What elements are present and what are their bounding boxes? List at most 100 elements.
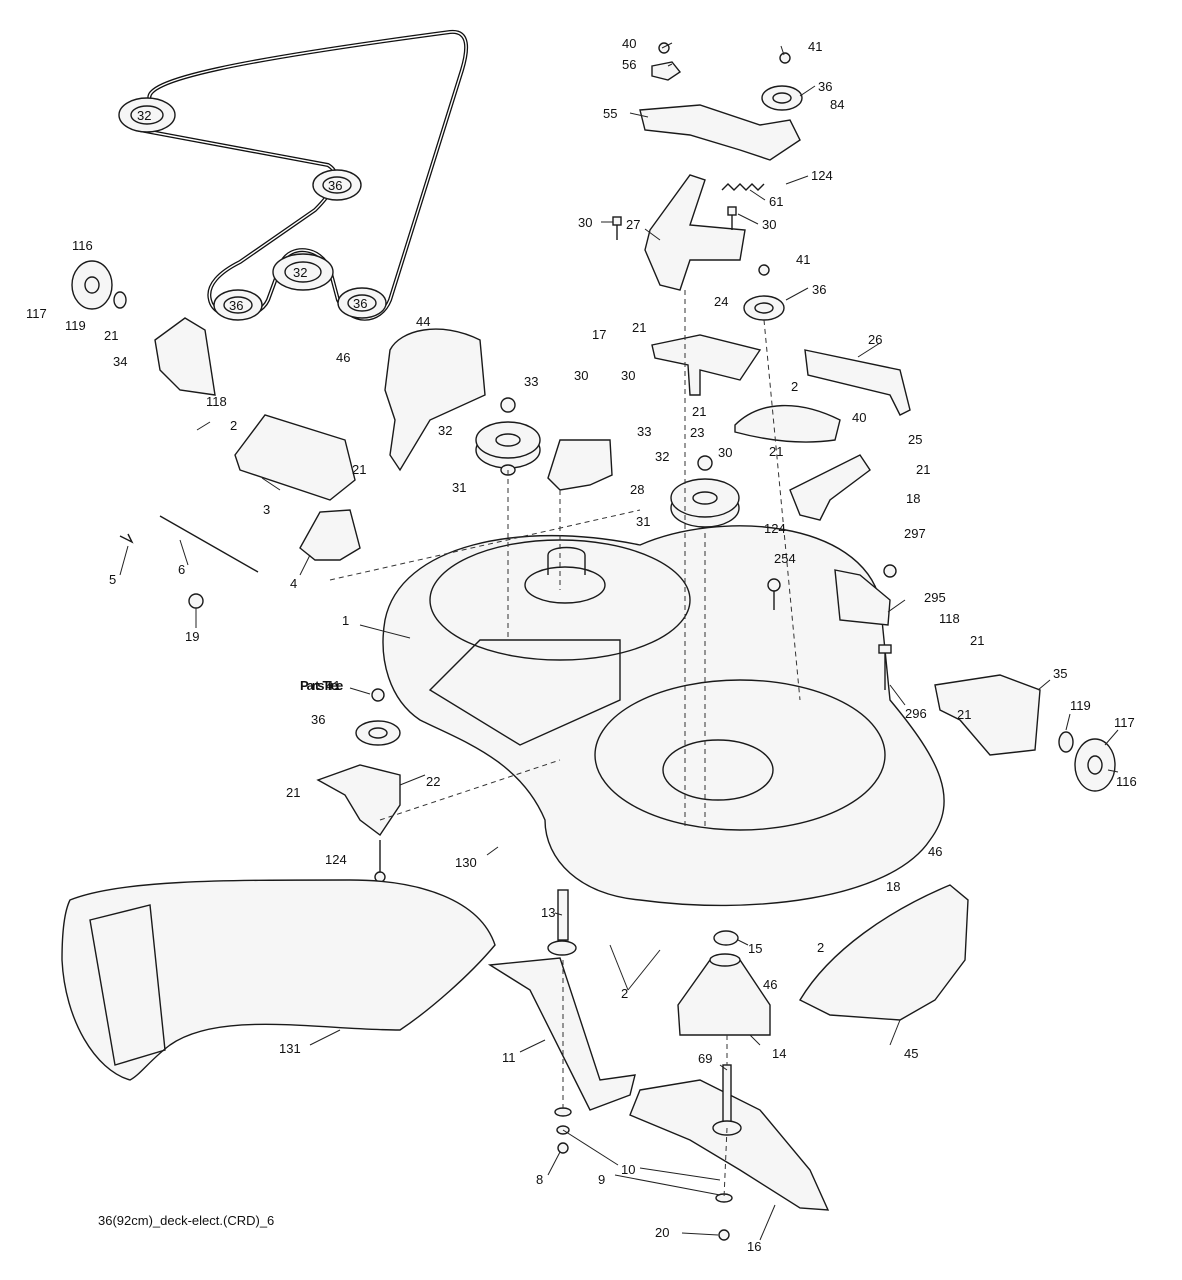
callout: 84 (830, 97, 844, 112)
callout: 15 (748, 941, 762, 956)
cover-44 (384, 328, 486, 472)
callout: 21 (970, 633, 984, 648)
bolt-19 (188, 593, 204, 609)
assembly-lines (329, 290, 801, 1199)
callout: 6 (178, 562, 185, 577)
callout-leaders (119, 42, 1119, 1241)
callout: 55 (603, 106, 617, 121)
belt-pulley-32-upper: 32 (118, 97, 176, 133)
spindle-13 (547, 889, 577, 956)
spindle-pulley-32-right (670, 478, 740, 528)
pulley-label: 32 (137, 108, 151, 123)
bracket-25 (789, 454, 871, 521)
callout: 21 (632, 320, 646, 335)
nut-41-mid (758, 264, 770, 276)
idler-pulley-36-mid (743, 295, 785, 321)
idler-pulley-36-lower-left (355, 720, 401, 746)
callout: 19 (185, 629, 199, 644)
partstree-watermark: PartsTree (300, 678, 343, 693)
nut-41-lower (371, 688, 385, 702)
spring-61 (721, 183, 765, 191)
idler-arm-23 (734, 404, 841, 443)
callout: 32 (438, 423, 452, 438)
callout: 116 (1116, 774, 1137, 789)
callout: 46 (336, 350, 350, 365)
callout: 11 (502, 1050, 516, 1065)
belt-pulley-36-right: 36 (312, 169, 362, 201)
callout: 30 (574, 368, 588, 383)
callout: 40 (852, 410, 866, 425)
bracket-28 (547, 439, 613, 491)
callout: 23 (690, 425, 704, 440)
callout: 36 (818, 79, 832, 94)
rod-6 (159, 515, 259, 573)
callout: 124 (325, 852, 347, 867)
belt-pulley-36-left: 36 (213, 289, 263, 321)
callout: 295 (924, 590, 946, 605)
idler-wheel-117-left (71, 260, 113, 310)
nut-33-left (500, 397, 516, 413)
shield-3 (234, 414, 356, 501)
callout: 36 (812, 282, 826, 297)
discharge-chute-45 (799, 884, 969, 1021)
spindle-housing-14 (677, 953, 771, 1036)
callout: 17 (592, 327, 606, 342)
callout: 118 (206, 394, 227, 409)
bracket-22 (316, 764, 401, 837)
callout: 20 (655, 1225, 669, 1240)
callout: 40 (622, 36, 636, 51)
callout: 46 (763, 977, 777, 992)
callout: 254 (774, 551, 796, 566)
hardware-8 (554, 1107, 572, 1154)
bracket-27 (644, 174, 746, 291)
callout: 18 (906, 491, 920, 506)
callout: 4 (290, 576, 297, 591)
belt-pulley-36-lower-right: 36 (337, 287, 387, 319)
callout: 10 (621, 1162, 635, 1177)
callout: 124 (764, 521, 786, 536)
callout: 2 (817, 940, 824, 955)
callout: 21 (352, 462, 366, 477)
callout: 296 (905, 706, 927, 721)
callout: 22 (426, 774, 440, 789)
bolt-254 (767, 578, 781, 610)
washer-119-right (1058, 731, 1074, 753)
callout: 117 (26, 306, 47, 321)
nut-40-top (658, 42, 670, 54)
callout: 14 (772, 1046, 786, 1061)
bracket-35 (934, 674, 1041, 756)
callout: 30 (762, 217, 776, 232)
callout: 32 (655, 449, 669, 464)
callout: 21 (692, 404, 706, 419)
pin-5 (119, 533, 134, 544)
callout: 30 (621, 368, 635, 383)
hardware-20 (715, 1193, 733, 1241)
nut-33-right (697, 455, 713, 471)
callout-numbers: 40 56 41 36 84 55 124 61 30 27 30 41 36 … (26, 36, 1137, 1254)
washer-56 (651, 61, 682, 81)
callout: 16 (747, 1239, 761, 1254)
pulley-label: 36 (353, 296, 367, 311)
callout: 26 (868, 332, 882, 347)
pulley-label: 36 (229, 298, 243, 313)
callout: 28 (630, 482, 644, 497)
callout: 21 (957, 707, 971, 722)
callout: 46 (928, 844, 942, 859)
callout: 44 (416, 314, 430, 329)
idler-pulley-36-top (761, 85, 803, 111)
callout: 2 (621, 986, 628, 1001)
callout: 56 (622, 57, 636, 72)
callout: 9 (598, 1172, 605, 1187)
callout: 41 (326, 678, 340, 693)
mower-deck-1 (382, 525, 945, 907)
callout: 21 (286, 785, 300, 800)
callout: 2 (230, 418, 237, 433)
callout: 8 (536, 1172, 543, 1187)
callout: 130 (455, 855, 477, 870)
callout: 35 (1053, 666, 1067, 681)
callout: 31 (452, 480, 466, 495)
spindle-pulley-32-left (475, 421, 541, 469)
callout: 18 (886, 879, 900, 894)
callout: 41 (796, 252, 810, 267)
